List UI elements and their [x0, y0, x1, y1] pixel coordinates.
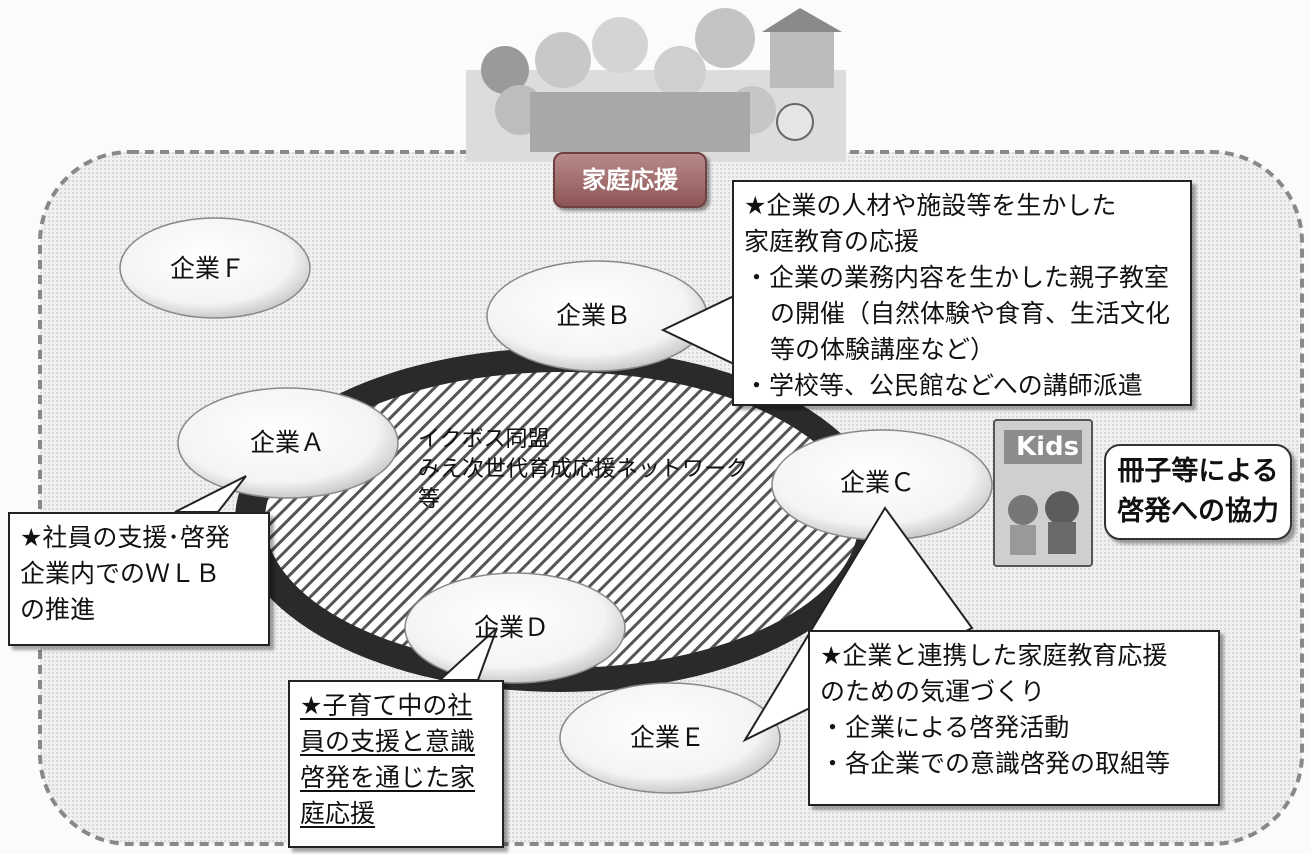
- network-hatched-area: [265, 372, 859, 668]
- callout-c-heading: ★企業と連携した家庭教育応援: [820, 641, 1168, 670]
- booklet-illustration: [993, 419, 1093, 567]
- family-illustration: [466, 8, 846, 162]
- callout-a-line-2: 企業内でのＷＬＢ: [20, 559, 221, 588]
- callout-d-line-4: 庭応援: [300, 799, 376, 828]
- company-e-label: 企業Ｅ: [630, 723, 706, 752]
- company-f-ellipse: [119, 217, 311, 319]
- promo-line-2: 啓発への協力: [1117, 496, 1279, 527]
- company-f-label: 企業Ｆ: [170, 254, 246, 283]
- company-a-ellipse: [177, 387, 399, 499]
- promo-line-1: 冊子等による: [1117, 456, 1279, 487]
- network-line-2: みえ次世代育成応援ネットワーク: [418, 457, 749, 482]
- callout-d-line-1: ★子育て中の社: [300, 691, 473, 720]
- callout-b-item-2: ・学校等、公民館などへの講師派遣: [744, 371, 1143, 400]
- network-names: イクボス同盟 みえ次世代育成応援ネットワーク 等: [418, 425, 748, 515]
- callout-d-line-2: 員の支援と意識: [300, 727, 476, 756]
- callout-b-heading-2: 家庭教育の応援: [744, 227, 920, 256]
- company-e-ellipse: [559, 682, 781, 794]
- company-a-label: 企業Ａ: [250, 428, 326, 457]
- company-d-ellipse: [404, 572, 626, 684]
- company-d-label: 企業Ｄ: [474, 613, 550, 642]
- callout-c-item-2: ・各企業での意識啓発の取組等: [820, 749, 1171, 778]
- booklet-title: Kids: [1016, 432, 1080, 462]
- callout-company-c: ★企業と連携した家庭教育応援 のための気運づくり ・企業による啓発活動 ・各企業…: [808, 630, 1220, 806]
- callout-c-heading-2: のための気運づくり: [820, 677, 1046, 706]
- callout-a-line-3: の推進: [20, 595, 96, 624]
- callout-company-b: ★企業の人材や施設等を生かした 家庭教育の応援 ・企業の業務内容を生かした親子教…: [732, 180, 1192, 406]
- callout-a-line-1: ★社員の支援･啓発: [20, 523, 230, 552]
- callout-b-heading: ★企業の人材や施設等を生かした: [744, 191, 1117, 220]
- callout-b-item-1: ・企業の業務内容を生かした親子教室の開催（自然体験や食育、生活文化等の体験講座な…: [744, 263, 1171, 364]
- callout-d-line-3: 啓発を通じた家: [300, 763, 476, 792]
- callout-company-a: ★社員の支援･啓発 企業内でのＷＬＢ の推進: [8, 512, 270, 646]
- booklet-promo-label: 冊子等による 啓発への協力: [1104, 444, 1292, 540]
- network-line-1: イクボス同盟: [418, 427, 550, 452]
- callout-company-d: ★子育て中の社 員の支援と意識 啓発を通じた家 庭応援: [288, 680, 504, 848]
- company-c-label: 企業Ｃ: [840, 468, 916, 497]
- callout-c-item-1: ・企業による啓発活動: [820, 713, 1070, 742]
- network-line-3: 等: [418, 487, 441, 512]
- company-b-label: 企業Ｂ: [556, 301, 632, 330]
- family-support-badge: 家庭応援: [553, 152, 707, 208]
